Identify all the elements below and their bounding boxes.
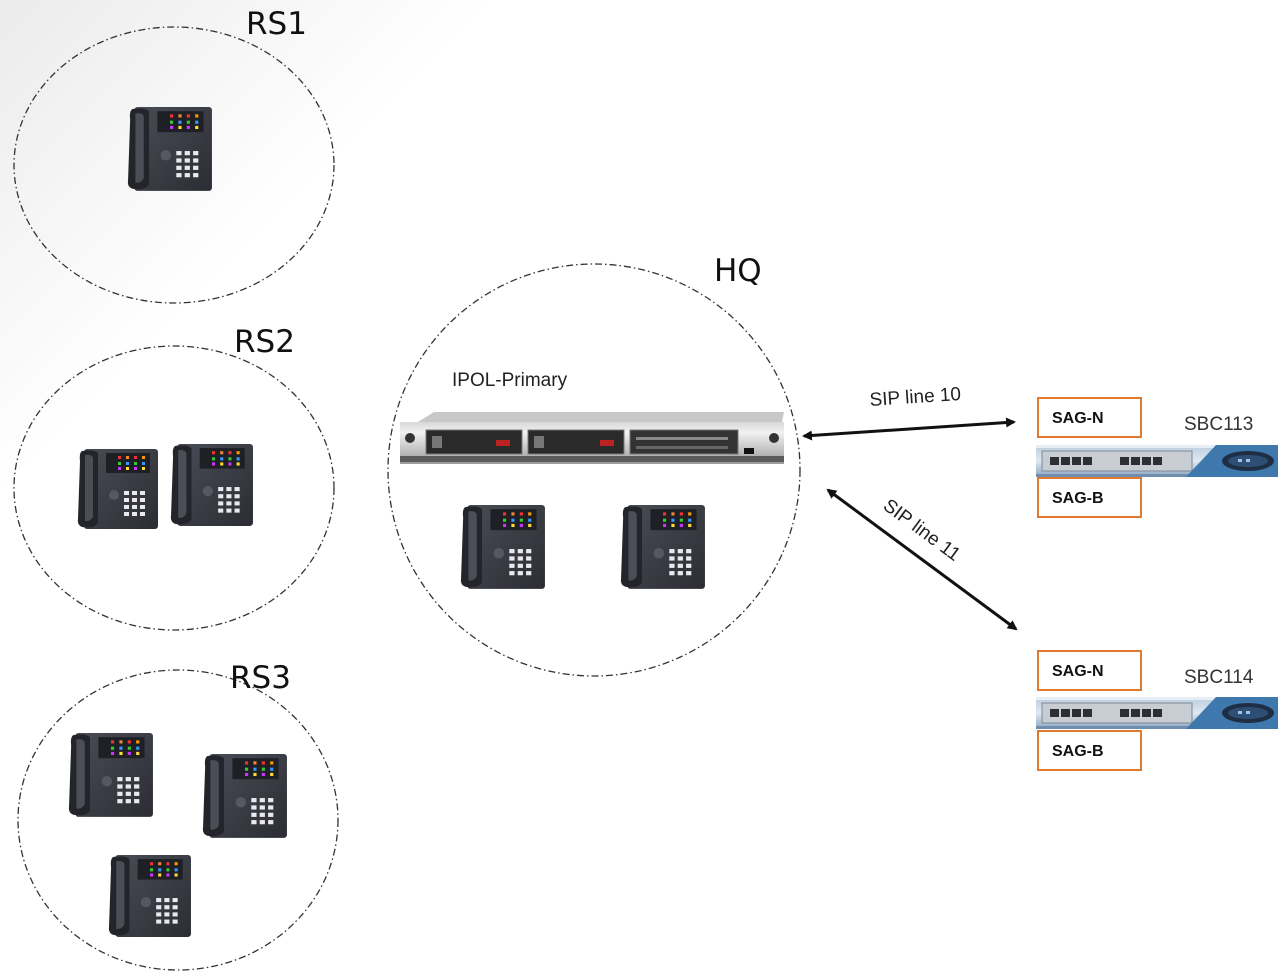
rs1-label: RS1 [246,6,307,42]
desk-phone-icon [127,107,212,191]
sip-line-10-label: SIP line 10 [869,384,962,411]
hq-boundary [387,263,801,677]
rack-server-icon [400,412,784,464]
sip-line-11: SIP line 11 [826,488,1018,631]
desk-phone-icon [620,505,705,589]
desk-phone-icon [460,505,545,589]
rs2-label: RS2 [234,324,295,360]
sip-line-10: SIP line 10 [802,384,1016,441]
sag-b-box [1037,730,1142,771]
sbc-appliance-icon [1036,445,1278,477]
desk-phone-icon [108,855,191,937]
rs2-boundary [13,345,335,631]
sag-n-label: SAG-N [1052,410,1104,427]
sbc-name: SBC113 [1184,414,1253,435]
desk-phone-icon [202,754,287,838]
site-rs3: RS3 [17,660,339,971]
site-rs2: RS2 [13,324,335,631]
sag-n-label: SAG-N [1052,663,1104,680]
sip-line-11-label: SIP line 11 [879,495,964,565]
rs1-boundary [13,26,335,304]
rs3-boundary [17,669,339,971]
site-rs1: RS1 [13,6,335,304]
sag-n-box [1037,397,1142,438]
sag-n-box [1037,650,1142,691]
rs3-label: RS3 [230,660,291,696]
desk-phone-icon [77,449,158,529]
sip-line-10-arrow [802,417,1016,441]
server-label: IPOL-Primary [452,370,568,391]
desk-phone-icon [170,444,253,526]
sag-b-label: SAG-B [1052,490,1104,507]
desk-phone-icon [68,733,153,817]
sag-b-box [1037,477,1142,518]
hq-label: HQ [714,253,762,289]
sag-b-label: SAG-B [1052,743,1104,760]
sbc-114: SAG-N SBC114 SAG-B [1036,650,1278,771]
sip-line-11-arrow [826,488,1018,631]
sbc-appliance-icon [1036,697,1278,729]
site-hq: HQ IPOL-Primary [387,253,801,677]
sbc-113: SAG-N SBC113 SAG-B [1036,397,1278,518]
sbc-name: SBC114 [1184,667,1254,688]
